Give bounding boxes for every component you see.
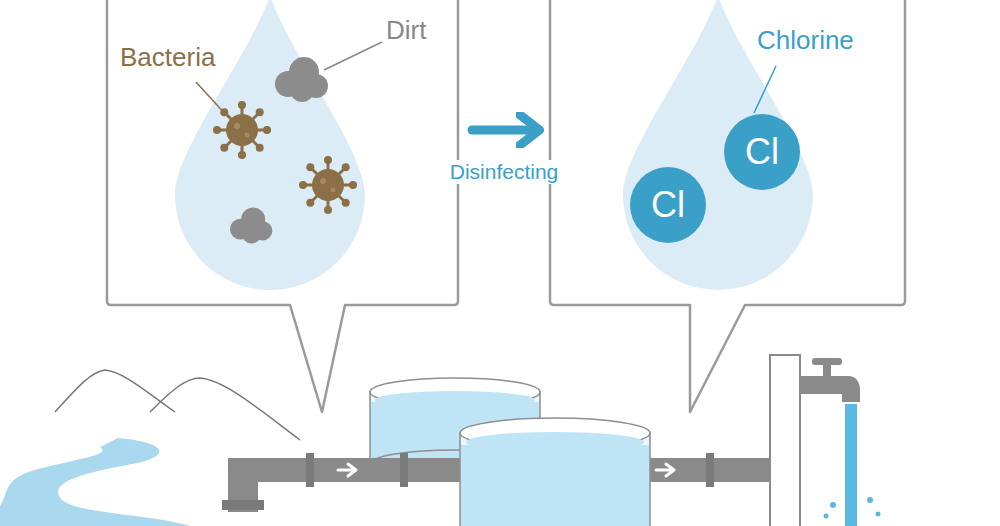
flow-arrow (338, 464, 356, 476)
edge-label: Disinfecting (448, 160, 561, 184)
callout-bubble: Bacteria Dirt (107, 0, 458, 305)
bacterium (299, 156, 357, 214)
callout-label: Bacteria (120, 43, 215, 73)
chemical-symbol: Cl (651, 184, 685, 225)
dirt-particle (230, 208, 272, 244)
chlorine-circle: Cl (630, 167, 706, 243)
river (0, 438, 190, 526)
leader-line (196, 82, 227, 116)
chlorine-circle: Cl (724, 114, 800, 190)
leader-line (754, 66, 776, 113)
callout-label: Chlorine (757, 26, 854, 56)
mountain (150, 378, 300, 440)
callout-label: Dirt (386, 16, 426, 46)
water-tank (460, 418, 650, 526)
chemical-symbol: Cl (745, 131, 779, 172)
flow-arrow (656, 464, 674, 476)
faucet (770, 355, 881, 526)
leader-line (324, 42, 382, 70)
dirt-particle (275, 57, 328, 102)
process-arrow (472, 126, 536, 135)
callout-bubble: ChlorineClCl (550, 0, 905, 305)
